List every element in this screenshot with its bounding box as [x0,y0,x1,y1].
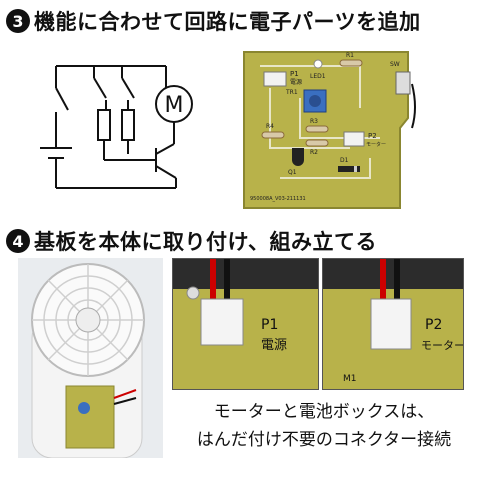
caption-line-1: モーターと電池ボックスは、 [213,402,435,422]
connector-p1 [263,71,287,87]
caption-line-2: はんだ付け不要のコネクター接続 [196,430,452,450]
diode-d1 [338,166,360,172]
connector-closeup-p1: P1 電源 [172,258,319,390]
section-3-heading: 3 機能に合わせて回路に電子パーツを追加 [6,6,421,36]
resistor-r1 [339,59,363,67]
pcb-label-r3: R3 [310,118,318,125]
section-4-heading: 4 基板を本体に取り付け、組み立てる [6,226,377,256]
slide-switch [395,71,411,95]
step-number-4: 4 [6,229,30,253]
pcb-serial-label: 950008A_V03-211131 [250,196,306,202]
pcb-label-p1: P1 [290,70,299,78]
motor-symbol-label: M [165,93,184,118]
pcb-label-power: 電源 [290,78,302,86]
pcb-label-led1: LED1 [310,73,326,80]
fan-product-photo [18,258,163,458]
closeup-p2-drawing: P2 モーター M1 [323,259,463,389]
p2-connector-housing [370,298,412,350]
pcb-label-sw: SW [390,61,400,68]
pcb-label-r4: R4 [266,123,274,130]
resistor-r3 [305,125,329,133]
closeup-p2-port: P2 [425,317,442,333]
pcb-label-d1: D1 [340,157,349,164]
fan-drawing [31,263,145,458]
closeup-p2-m1: M1 [343,374,357,384]
resistor-r2 [305,139,329,147]
pcb-photo: P1 電源 TR1 LED1 R1 SW R4 R3 R2 P2 モーター Q1… [240,48,422,216]
closeup-p1-drawing: P1 電源 [173,259,318,389]
p1-connector-housing [200,298,244,346]
pcb-label-r1: R1 [346,52,354,59]
pcb-label-tr1: TR1 [285,89,298,96]
circuit-schematic: M [16,48,216,210]
pcb-label-q1: Q1 [288,169,297,176]
led1 [313,59,323,69]
pcb-label-motor: モーター [366,141,386,148]
transistor-q1 [292,148,304,166]
connector-closeup-p2: P2 モーター M1 [322,258,464,390]
pcb-drawing: P1 電源 TR1 LED1 R1 SW R4 R3 R2 P2 モーター Q1… [243,51,416,209]
step-number-3: 3 [6,9,30,33]
schematic-drawing: M [40,65,193,189]
connector-p2 [343,131,365,147]
closeup-p1-label: 電源 [261,338,287,353]
closeup-p1-port: P1 [261,317,278,333]
resistor-r4 [261,131,285,139]
pcb-label-r2: R2 [310,149,318,156]
closeup-p2-label: モーター [421,339,463,352]
pcb-label-p2: P2 [368,132,377,140]
section-3-title: 機能に合わせて回路に電子パーツを追加 [34,10,421,34]
section-4-title: 基板を本体に取り付け、組み立てる [34,230,377,254]
mounted-pcb [65,385,115,449]
